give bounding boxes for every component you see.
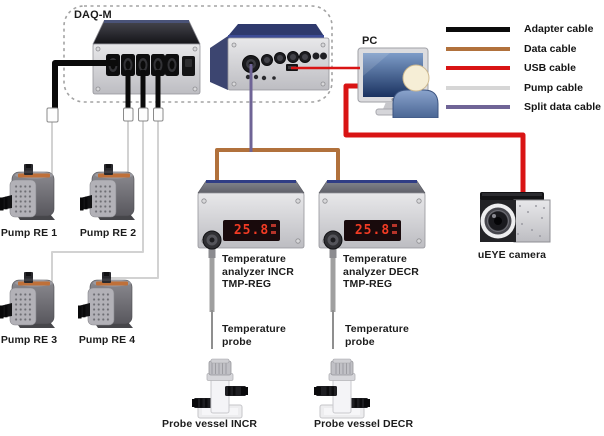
cable-legend: Adapter cable Data cable USB cable Pump …: [446, 16, 604, 121]
ueye-camera: [470, 186, 562, 252]
camera-side-texture: [517, 205, 545, 237]
usb-port: [286, 64, 298, 71]
temperature-analyzer-decr: 25.8: [313, 178, 431, 258]
legend-item-adapter-cable: Adapter cable: [446, 23, 604, 35]
analyzer-decr-label: Temperature analyzer DECR TMP-REG: [343, 253, 419, 290]
data-cable-swatch: [446, 46, 510, 51]
power-sockets: [106, 54, 179, 76]
probe-vessel-incr: [192, 358, 248, 420]
legend-label: Data cable: [524, 42, 577, 55]
pump-re-3-label: Pump RE 3: [0, 334, 58, 346]
usb-cable-swatch: [446, 66, 510, 70]
daq-power-strip: [90, 18, 202, 98]
din-ports: [261, 51, 327, 66]
pump-re-1-label: Pump RE 1: [0, 227, 58, 239]
legend-label: USB cable: [524, 62, 576, 74]
pump-re-1: [0, 164, 56, 224]
cable-adapters: [46, 107, 164, 123]
temperature-analyzer-incr: 25.8: [192, 178, 310, 258]
analyzer-incr-label: Temperature analyzer INCR TMP-REG: [222, 253, 294, 290]
daq-module: [202, 20, 332, 96]
legend-label: Split data cable: [524, 101, 602, 113]
user-icon: [392, 64, 439, 118]
temperature-value: 25.8: [233, 223, 270, 238]
pump-re-4: [78, 272, 134, 332]
probe-vessel-decr: [314, 358, 370, 420]
probe-connector: [202, 230, 222, 258]
pump-cable-swatch: [446, 85, 510, 90]
camera-label: uEYE camera: [477, 249, 547, 261]
pc: [338, 46, 448, 118]
probe-decr-label: Temperature probe: [345, 323, 409, 348]
daq-group-label: DAQ-M: [74, 9, 112, 21]
pump-re-2-label: Pump RE 2: [79, 227, 137, 239]
pump-re-3: [0, 272, 56, 332]
split-data-cable-swatch: [446, 105, 510, 109]
legend-label: Pump cable: [524, 81, 583, 94]
legend-label: Adapter cable: [524, 23, 594, 35]
pump-re-4-label: Pump RE 4: [78, 334, 136, 346]
legend-item-data-cable: Data cable: [446, 43, 604, 55]
camera-lens: [480, 203, 516, 239]
screws: [231, 42, 326, 87]
legend-item-split-data-cable: Split data cable: [446, 101, 604, 113]
temperature-value: 25.8: [354, 223, 391, 238]
split-data-port: [242, 55, 260, 73]
adapter-cable-swatch: [446, 26, 510, 32]
probe-connector: [323, 230, 343, 258]
probe-incr-label: Temperature probe: [222, 323, 286, 348]
pump-re-2: [80, 164, 136, 224]
legend-item-usb-cable: USB cable: [446, 62, 604, 74]
temperature-display-incr: 25.8: [223, 220, 280, 241]
power-switch: [182, 56, 195, 76]
vessel-decr-label: Probe vessel DECR: [314, 418, 414, 430]
temperature-display-decr: 25.8: [344, 220, 401, 241]
aux-ports: [245, 74, 276, 81]
pc-label: PC: [362, 35, 378, 47]
vessel-incr-label: Probe vessel INCR: [162, 418, 258, 430]
legend-item-pump-cable: Pump cable: [446, 82, 604, 94]
